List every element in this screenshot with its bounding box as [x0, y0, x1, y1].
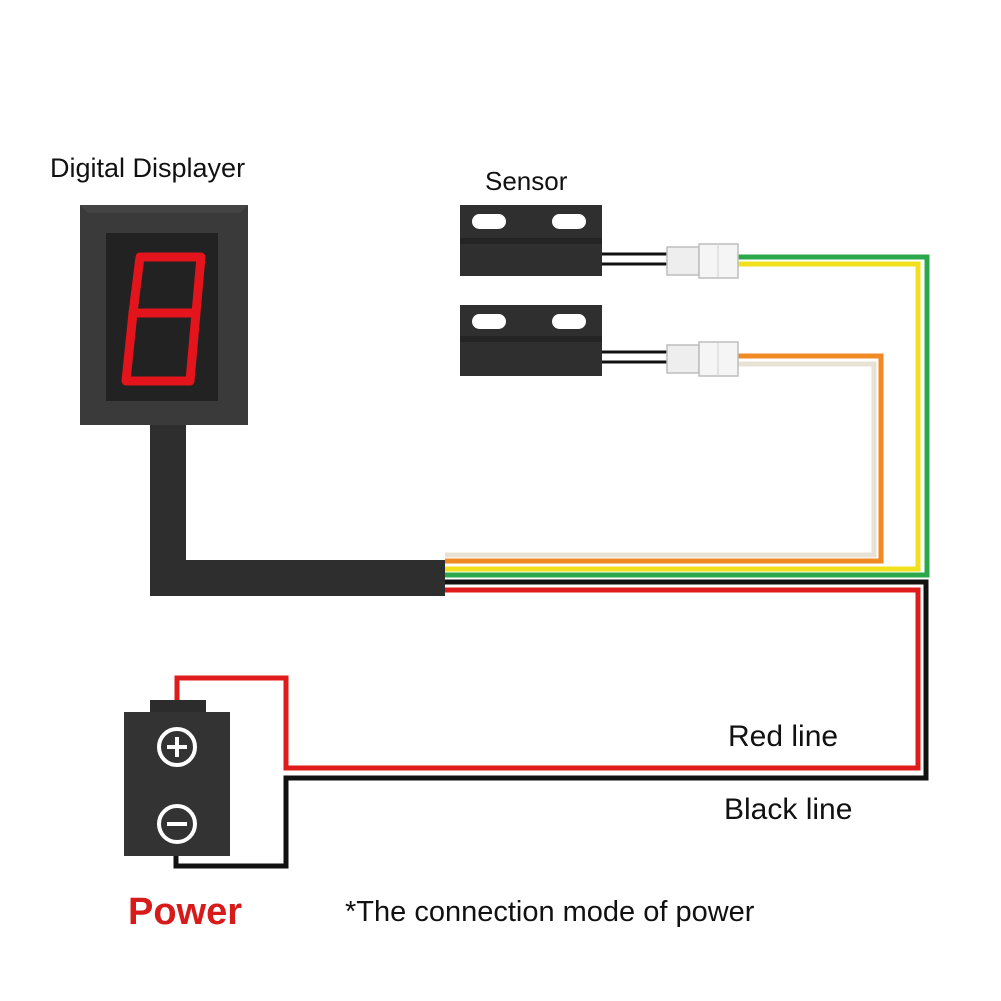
sensor-2-connector-male [666, 344, 700, 374]
sensor-label: Sensor [485, 166, 568, 196]
sensor-1-slot-right [552, 214, 586, 229]
red-power-wire [174, 587, 921, 771]
sensor-2 [460, 305, 739, 377]
seven-segment-digit [121, 252, 206, 386]
connection-note: *The connection mode of power [345, 896, 755, 928]
orange-wire [445, 353, 884, 564]
sensor-2-connector [666, 341, 739, 377]
sensor-1-slot-left [472, 214, 506, 229]
black-power-wire [173, 579, 929, 869]
negative-terminal-icon [157, 804, 197, 844]
yellow-wire [445, 261, 921, 572]
segment-bottom-loop [121, 308, 201, 386]
power-label: Power [128, 891, 243, 933]
sensor-1-connector-male [666, 246, 700, 276]
green-wire [445, 254, 930, 578]
digital-displayer: 8 [80, 205, 248, 425]
white-wire [445, 361, 877, 558]
sensor-2-slot-left [472, 314, 506, 329]
display-bevel-top [80, 205, 248, 213]
sensor-2-ridge [460, 336, 602, 342]
battery [124, 700, 230, 856]
sensor-2-slot-right [552, 314, 586, 329]
display-cable [150, 420, 445, 596]
red-line-label: Red line [728, 720, 839, 753]
sensor-1 [460, 205, 739, 279]
digital-displayer-label: Digital Displayer [50, 153, 246, 183]
positive-terminal-icon [157, 727, 197, 767]
sensor-1-ridge [460, 238, 602, 244]
battery-body [124, 712, 230, 856]
black-line-label: Black line [724, 793, 853, 826]
sensor-1-connector [666, 243, 739, 279]
sensor-1-wires [445, 254, 930, 578]
sensor-2-wires [445, 353, 884, 564]
